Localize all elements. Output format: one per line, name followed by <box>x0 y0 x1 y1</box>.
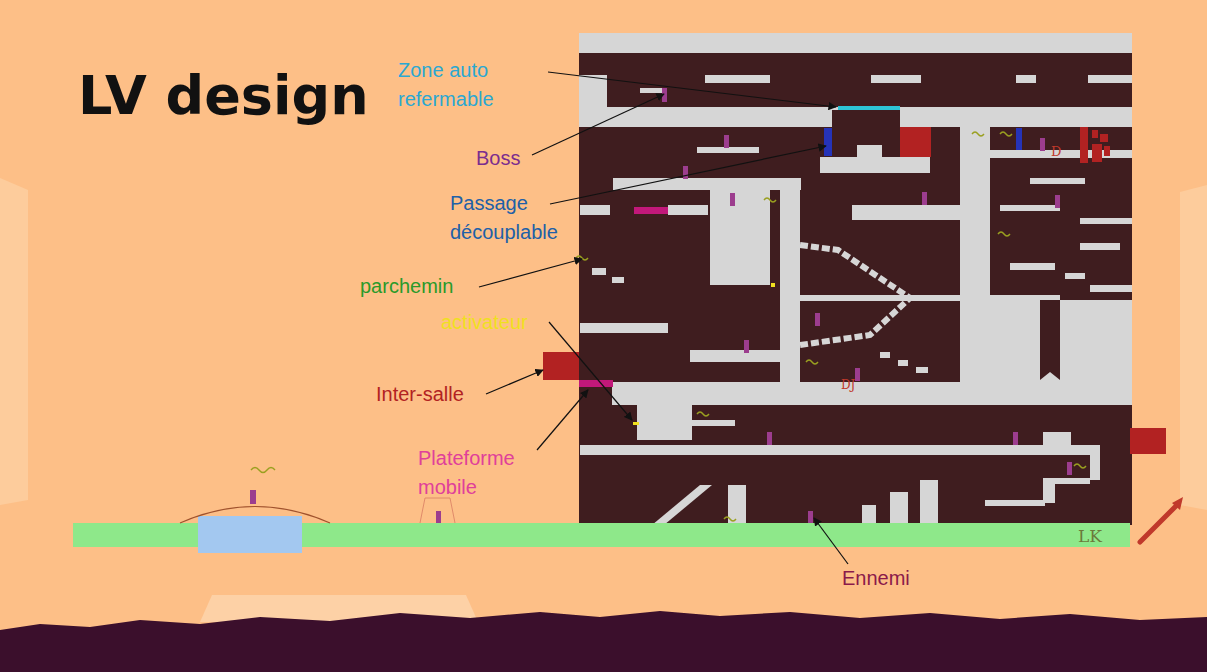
page-title: LV design <box>78 66 369 125</box>
callout-label: Ennemi <box>842 566 932 590</box>
callout-label: Zone auto refermable <box>398 56 516 114</box>
callout-label: Boss <box>476 146 536 170</box>
handwritten-mark: LK <box>1078 526 1112 546</box>
handwritten-mark: DJ <box>841 378 871 393</box>
callout-label: Passage découplable <box>450 189 585 247</box>
callout-label: activateur <box>441 310 551 334</box>
callout-label: parchemin <box>360 274 480 298</box>
handwritten-mark: D <box>1051 144 1071 160</box>
callout-label: Plateforme mobile <box>418 444 536 502</box>
callout-label: Inter-salle <box>376 382 488 406</box>
